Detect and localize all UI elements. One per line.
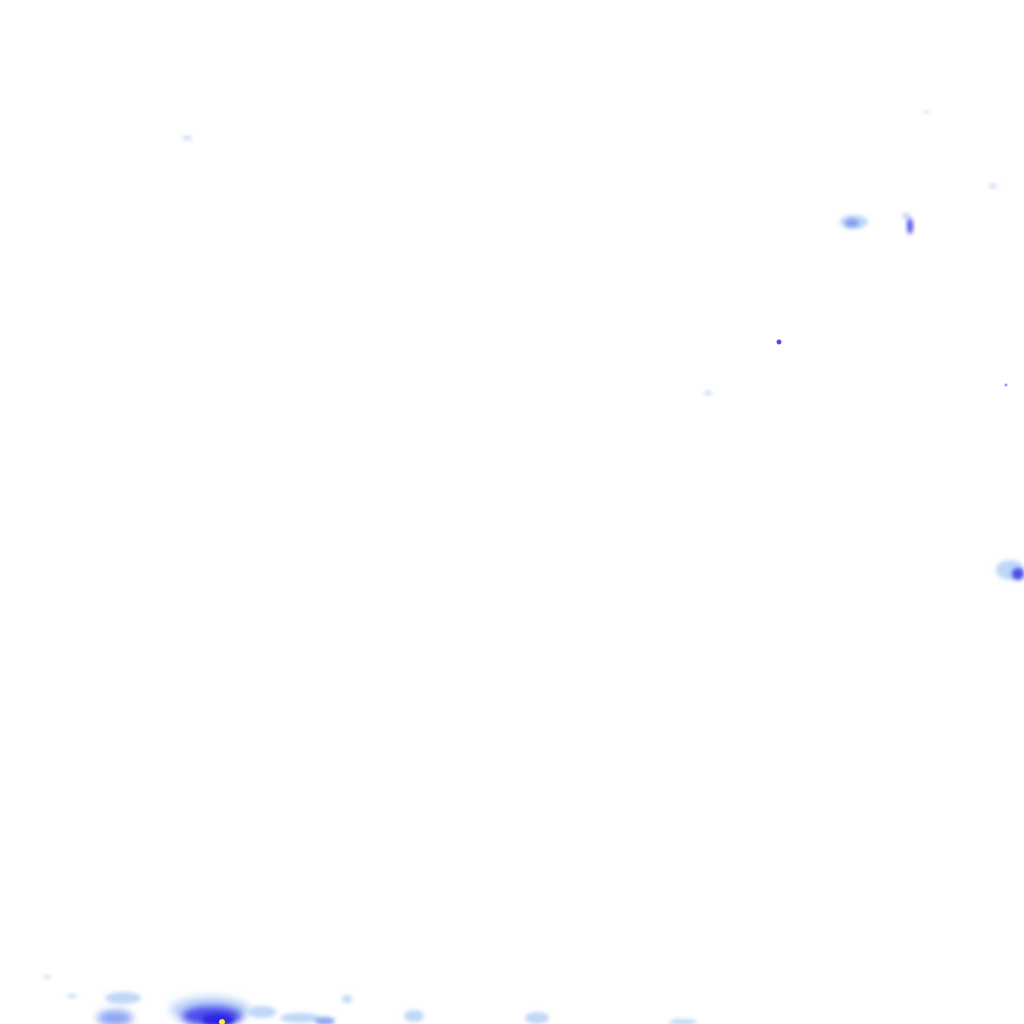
precip-echo — [704, 391, 712, 395]
precip-echo — [315, 1017, 335, 1024]
precip-echo — [280, 1013, 320, 1023]
precip-echo — [1012, 568, 1024, 580]
precip-echo — [342, 995, 352, 1003]
precip-echo — [776, 339, 782, 345]
precip-echo — [902, 213, 910, 219]
precip-echo — [907, 218, 913, 234]
precip-echo — [248, 1006, 276, 1018]
precip-echo — [44, 975, 50, 979]
precip-echo — [105, 992, 141, 1004]
precip-echo — [525, 1012, 549, 1024]
echo-cluster-lower — [44, 975, 697, 1024]
precip-echo — [202, 1014, 234, 1024]
precip-echo — [1004, 383, 1008, 387]
precip-echo — [404, 1010, 424, 1022]
precip-echo — [97, 1010, 133, 1024]
precip-core — [219, 1019, 225, 1024]
precip-echo — [182, 136, 192, 140]
precip-echo — [845, 219, 859, 227]
echo-cluster-upper — [182, 110, 1024, 580]
precip-echo — [923, 110, 929, 114]
precip-echo — [669, 1019, 697, 1024]
precip-echo — [67, 994, 77, 998]
precip-echo — [989, 184, 997, 188]
